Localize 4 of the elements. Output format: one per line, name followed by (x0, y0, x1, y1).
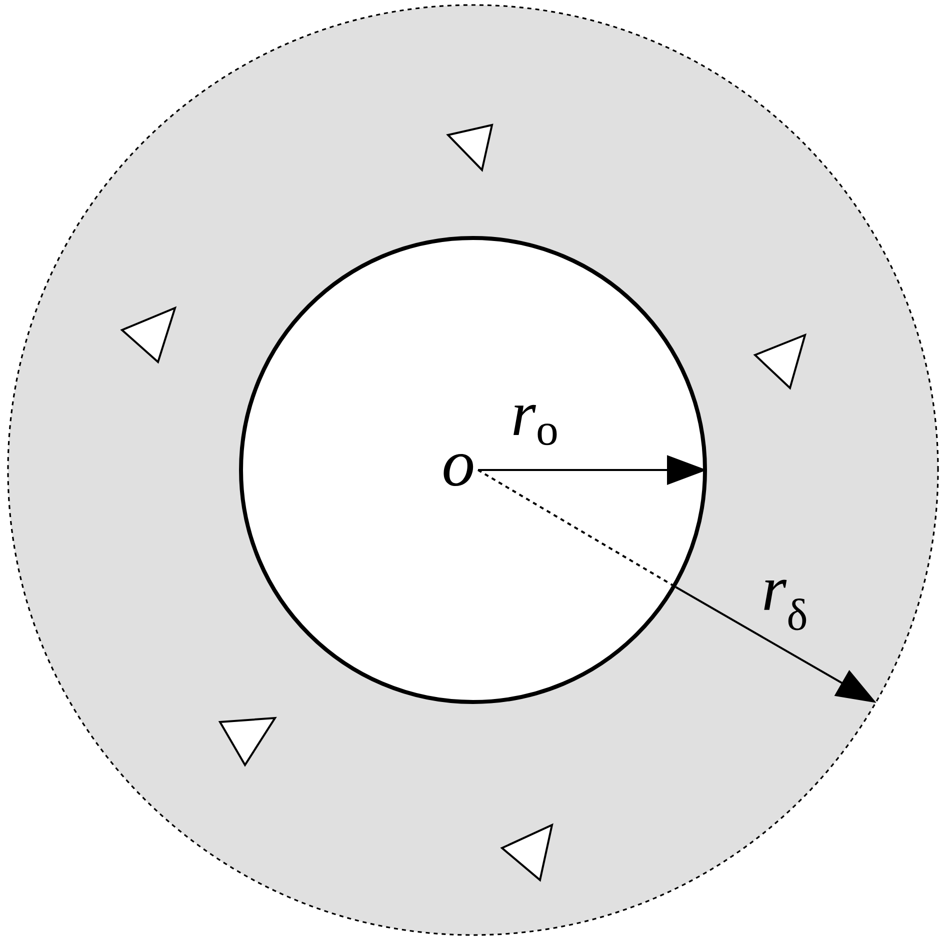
edge-label: r$_{δ}$ (764, 580, 806, 630)
inner-circle (239, 236, 707, 704)
center-label: o (444, 454, 474, 486)
edge-label: r$_{o}$ (514, 404, 557, 446)
